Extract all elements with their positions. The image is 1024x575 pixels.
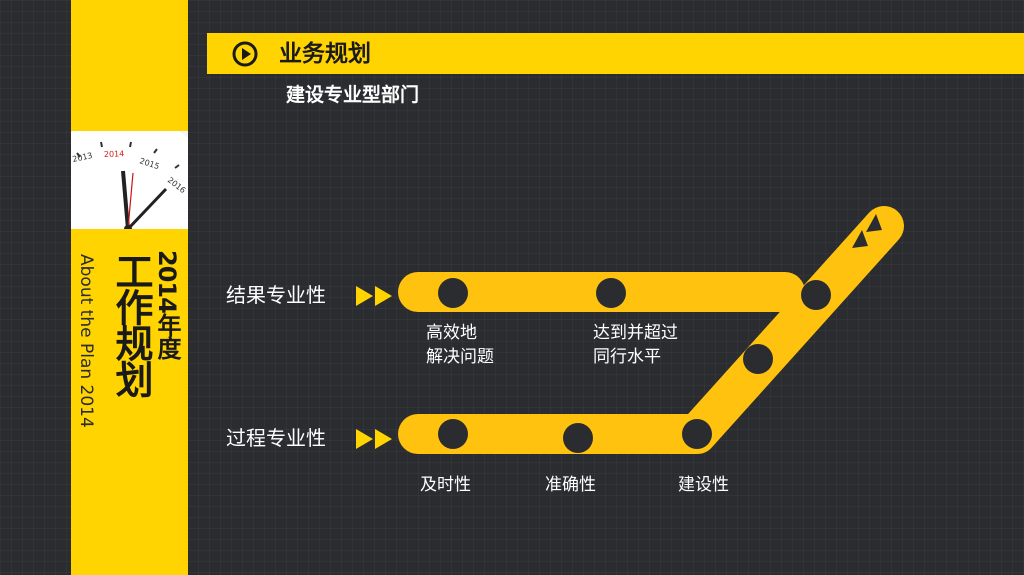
node-text-line: 及时性 <box>420 475 471 495</box>
node-lower-diagonal <box>743 344 773 374</box>
year-title: 2014年度 <box>153 250 181 359</box>
node-text-line: 达到并超过 <box>593 323 678 343</box>
header-bar <box>207 33 1024 74</box>
track-end-arrow-2 <box>866 214 882 232</box>
node-text-line: 解决问题 <box>426 347 494 367</box>
clock-year-2013: 2013 <box>72 151 94 164</box>
node-text-line: 高效地 <box>426 323 477 343</box>
node-text-line: 同行水平 <box>593 347 661 367</box>
node-text-line: 准确性 <box>545 475 596 495</box>
node-constructive <box>682 419 712 449</box>
section-title: 业务规划 <box>279 41 371 67</box>
node-upper-diagonal <box>801 280 831 310</box>
row-label-process: 过程专业性 <box>226 426 326 450</box>
node-accurate <box>563 423 593 453</box>
row2-arrow-1 <box>356 429 373 449</box>
node-timely <box>438 419 468 449</box>
node-efficient <box>438 278 468 308</box>
row-label-result: 结果专业性 <box>226 283 326 307</box>
plan-title: 工作规划 <box>109 252 153 396</box>
section-subtitle: 建设专业型部门 <box>286 84 420 106</box>
english-title: About the Plan 2014 <box>76 254 96 428</box>
play-circle-icon <box>232 41 258 67</box>
row1-arrow-2 <box>375 286 392 306</box>
track-end-arrow-1 <box>852 230 868 248</box>
row1-arrow-1 <box>356 286 373 306</box>
row2-arrow-2 <box>375 429 392 449</box>
clock-year-2014: 2014 <box>104 149 125 159</box>
clock-image: 2013 2014 2015 2016 <box>71 131 188 229</box>
node-exceed <box>596 278 626 308</box>
node-text-line: 建设性 <box>678 475 729 495</box>
sidebar-title-panel <box>71 236 188 575</box>
